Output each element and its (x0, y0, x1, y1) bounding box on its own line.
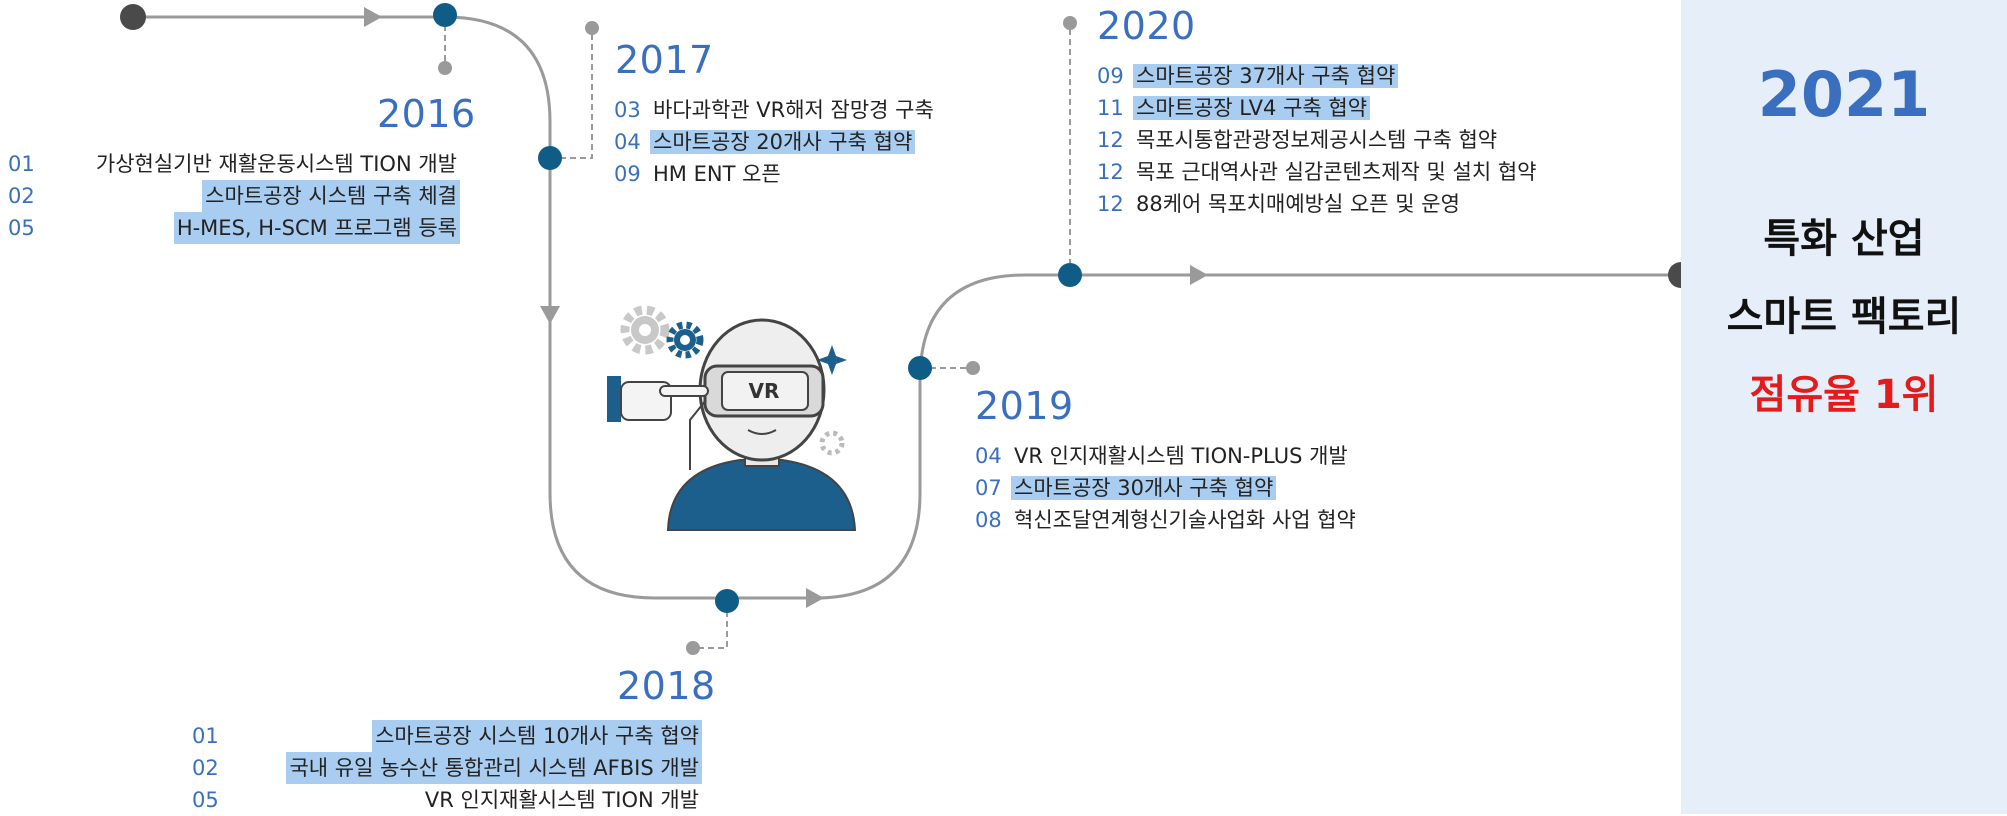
event-text: 스마트공장 37개사 구축 협약 (1133, 64, 1399, 88)
person-body (666, 459, 857, 531)
side-panel-2021: 2021 특화 산업 스마트 팩토리 점유율 1위 (1681, 0, 2007, 814)
timeline-arrow-right (364, 7, 382, 27)
year-2017: 2017 (615, 38, 714, 82)
panel-line-smart-factory: 스마트 팩토리 (1726, 294, 1962, 340)
event-month: 12 (1097, 192, 1124, 216)
event-text: VR 인지재활시스템 TION 개발 (424, 788, 699, 812)
event-item: 03 바다과학관 VR해저 잠망경 구축 (614, 94, 937, 126)
events-2019: 04 VR 인지재활시스템 TION-PLUS 개발 07 스마트공장 30개사 구축… (975, 440, 1359, 536)
panel-line-market-share: 점유율 1위 (1749, 372, 1939, 418)
event-item: 09 HM ENT 오픈 (614, 158, 937, 190)
event-month: 09 (614, 162, 641, 186)
node-2020 (1058, 263, 1082, 287)
event-month: 05 (8, 216, 35, 240)
event-text: 스마트공장 30개사 구축 협약 (1011, 476, 1277, 500)
event-text: H-MES, H-SCM 프로그램 등록 (173, 212, 460, 244)
event-month: 03 (614, 98, 641, 122)
node-2016 (433, 3, 457, 27)
event-month: 04 (614, 130, 641, 154)
panel-line-industry: 특화 산업 (1763, 216, 1925, 262)
node-2018 (715, 589, 739, 613)
event-text: 목포 근대역사관 실감콘텐츠제작 및 설치 협약 (1136, 160, 1537, 184)
event-text: 목포시통합관광정보제공시스템 구축 협약 (1136, 128, 1498, 152)
event-item: 07 스마트공장 30개사 구축 협약 (975, 472, 1359, 504)
gear-icon (819, 430, 845, 456)
event-text: 88케어 목포치매예방실 오픈 및 운영 (1136, 192, 1460, 216)
event-text: 스마트공장 시스템 구축 체결 (202, 180, 460, 212)
events-2016: 01 가상현실기반 재활운동시스템 TION 개발 02 스마트공장 시스템 구축 체… (8, 148, 460, 244)
connector-dot-2020 (1063, 16, 1077, 30)
timeline-arrow-right (1190, 265, 1208, 285)
connector-dot-2017 (585, 21, 599, 35)
node-2019 (908, 356, 932, 380)
gear-icon (620, 305, 670, 355)
event-text: 국내 유일 농수산 통합관리 시스템 AFBIS 개발 (286, 752, 702, 784)
event-text: HM ENT 오픈 (653, 162, 781, 186)
panel-year: 2021 (1757, 58, 1931, 131)
event-text: 스마트공장 LV4 구축 협약 (1133, 96, 1371, 120)
sparkle-icon (817, 345, 847, 375)
event-item: 04 스마트공장 20개사 구축 협약 (614, 126, 937, 158)
event-month: 02 (8, 184, 35, 208)
event-item: 09 스마트공장 37개사 구축 협약 (1097, 60, 1539, 92)
vr-label: VR (749, 379, 780, 403)
node-2017 (538, 146, 562, 170)
event-item: 12 목포시통합관광정보제공시스템 구축 협약 (1097, 124, 1539, 156)
events-2020: 09 스마트공장 37개사 구축 협약 11 스마트공장 LV4 구축 협약 12 목포시… (1097, 60, 1539, 220)
connector-dot-2016 (438, 61, 452, 75)
event-text: 스마트공장 20개사 구축 협약 (650, 130, 916, 154)
event-month: 12 (1097, 128, 1124, 152)
vr-illustration: VR (607, 305, 857, 531)
year-2018: 2018 (617, 664, 716, 708)
event-month: 05 (192, 788, 219, 812)
timeline-arrow-down (540, 306, 560, 324)
event-month: 08 (975, 508, 1002, 532)
event-month: 12 (1097, 160, 1124, 184)
hand-cuff (607, 376, 621, 422)
event-item: 05 H-MES, H-SCM 프로그램 등록 (8, 212, 460, 244)
event-item: 12 목포 근대역사관 실감콘텐츠제작 및 설치 협약 (1097, 156, 1539, 188)
event-item: 01 스마트공장 시스템 10개사 구축 협약 (192, 720, 702, 752)
event-item: 05 VR 인지재활시스템 TION 개발 (192, 784, 702, 816)
event-text: 바다과학관 VR해저 잠망경 구축 (653, 98, 934, 122)
event-month: 07 (975, 476, 1002, 500)
timeline-arrow-right (806, 588, 824, 608)
event-item: 04 VR 인지재활시스템 TION-PLUS 개발 (975, 440, 1359, 472)
event-month: 09 (1097, 64, 1124, 88)
event-item: 11 스마트공장 LV4 구축 협약 (1097, 92, 1539, 124)
event-month: 02 (192, 756, 219, 780)
event-text: VR 인지재활시스템 TION-PLUS 개발 (1014, 444, 1348, 468)
event-item: 02 국내 유일 농수산 통합관리 시스템 AFBIS 개발 (192, 752, 702, 784)
timeline-start-node (120, 4, 146, 30)
connector-2017 (550, 28, 593, 159)
event-item: 01 가상현실기반 재활운동시스템 TION 개발 (8, 148, 460, 180)
connector-dot-2018 (686, 641, 700, 655)
year-2016: 2016 (377, 92, 476, 136)
event-item: 12 88케어 목포치매예방실 오픈 및 운영 (1097, 188, 1539, 220)
connector-2018 (693, 601, 728, 649)
event-month: 04 (975, 444, 1002, 468)
year-2020: 2020 (1097, 4, 1196, 48)
event-item: 08 혁신조달연계형신기술사업화 사업 협약 (975, 504, 1359, 536)
event-text: 혁신조달연계형신기술사업화 사업 협약 (1014, 508, 1356, 532)
event-month: 01 (192, 724, 219, 748)
event-text: 가상현실기반 재활운동시스템 TION 개발 (95, 152, 457, 176)
connector-dot-2019 (966, 361, 980, 375)
event-text: 스마트공장 시스템 10개사 구축 협약 (372, 720, 702, 752)
gear-icon (666, 321, 704, 359)
events-2017: 03 바다과학관 VR해저 잠망경 구축 04 스마트공장 20개사 구축 협약 09 H… (614, 94, 937, 190)
event-month: 11 (1097, 96, 1124, 120)
year-2019: 2019 (975, 384, 1074, 428)
event-month: 01 (8, 152, 35, 176)
events-2018: 01 스마트공장 시스템 10개사 구축 협약 02 국내 유일 농수산 통합관리 시… (192, 720, 702, 816)
event-item: 02 스마트공장 시스템 구축 체결 (8, 180, 460, 212)
